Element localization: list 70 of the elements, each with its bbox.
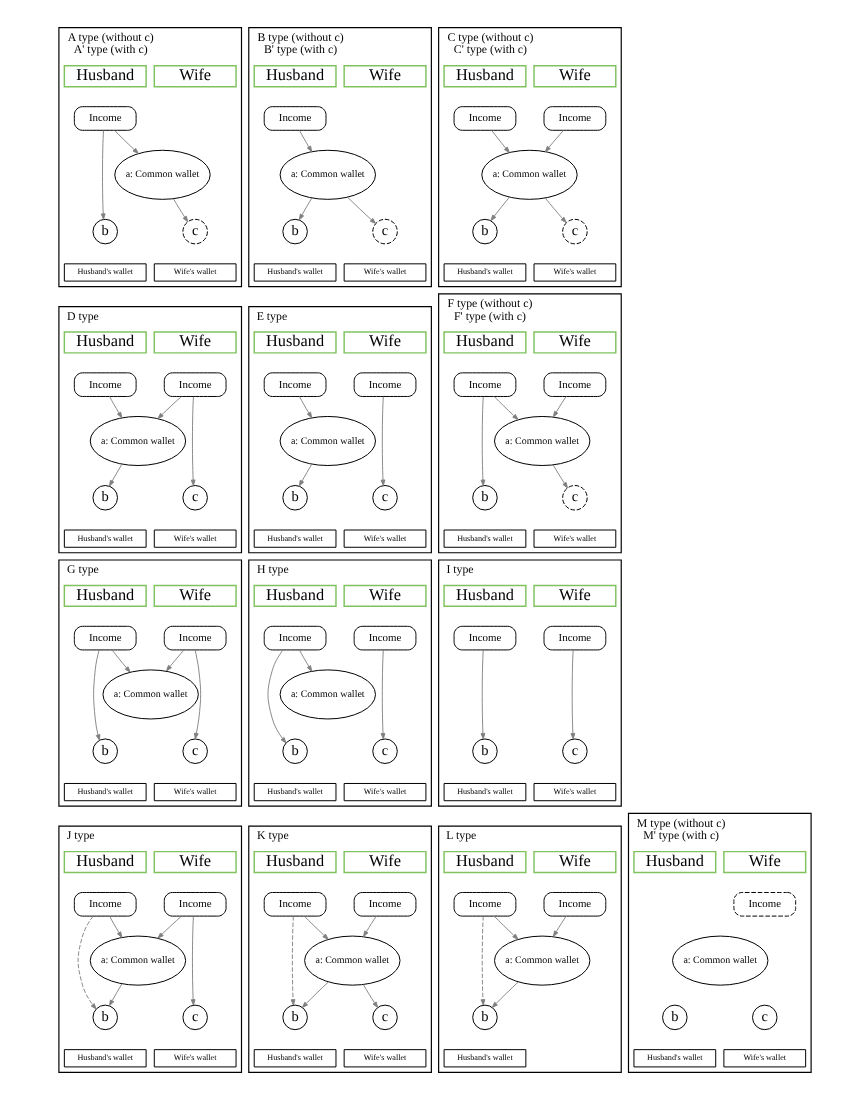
node-box: Husband — [62, 584, 146, 608]
node-box: Wife — [342, 65, 426, 88]
node-box: Wife — [532, 850, 616, 874]
node-box: Wife — [532, 584, 616, 608]
arrow — [492, 915, 518, 940]
node-box: Husband — [62, 331, 146, 354]
arrow — [165, 649, 184, 672]
node-box: Wife — [152, 331, 236, 354]
arrow — [551, 396, 566, 418]
node-box: Husband — [632, 850, 716, 874]
arrow — [551, 464, 567, 489]
node-box: Husband — [252, 850, 336, 874]
arrow — [108, 463, 122, 487]
arrow — [379, 396, 385, 486]
arrow — [108, 983, 122, 1007]
arrow — [569, 649, 575, 740]
arrow — [297, 197, 312, 221]
node-box: Wife — [532, 331, 616, 354]
node-box: Wife — [722, 850, 806, 874]
arrow — [108, 396, 122, 419]
arrow — [543, 129, 563, 153]
arrow — [108, 915, 122, 938]
node-box: Husband — [252, 584, 336, 608]
arrow — [92, 649, 100, 741]
arrow — [551, 915, 566, 937]
node-box: Wife — [342, 850, 426, 874]
node-box: Husband — [252, 65, 336, 88]
arrow — [99, 130, 105, 220]
arrow — [189, 915, 195, 1006]
arrow — [298, 396, 312, 419]
arrow — [543, 197, 566, 224]
arrow — [346, 197, 376, 224]
node-box: Wife — [152, 850, 236, 874]
node-box: Wife — [342, 584, 426, 608]
arrow — [298, 129, 312, 153]
arrow — [298, 649, 312, 672]
arrow — [156, 915, 181, 939]
arrow — [300, 981, 328, 1008]
node-box: Husband — [62, 850, 146, 874]
arrow — [492, 396, 518, 421]
arrow — [379, 649, 385, 740]
arrow — [266, 649, 286, 744]
arrow — [110, 649, 130, 673]
node-box: Husband — [442, 584, 526, 608]
arrow — [297, 463, 312, 487]
arrow — [189, 396, 195, 486]
arrow — [172, 198, 188, 223]
node-box: Wife — [152, 584, 236, 608]
node-box: Wife — [152, 65, 236, 88]
node-box: Wife — [342, 331, 426, 354]
node-box: Wife — [532, 65, 616, 88]
arrow — [76, 915, 96, 1010]
arrow — [289, 915, 295, 1006]
arrow — [479, 915, 485, 1006]
arrow — [489, 196, 509, 222]
arrow — [362, 915, 376, 937]
arrow — [490, 981, 518, 1008]
arrow — [156, 396, 181, 419]
arrow — [113, 129, 138, 154]
arrow — [490, 129, 509, 153]
arrow — [303, 915, 328, 940]
arrow — [361, 984, 378, 1008]
node-box: Husband — [252, 331, 336, 354]
node-box: Husband — [442, 331, 526, 354]
node-box: Husband — [442, 65, 526, 88]
node-box: Husband — [62, 65, 146, 88]
arrow — [479, 649, 485, 740]
arrow — [193, 649, 201, 740]
arrow — [479, 396, 485, 486]
node-box: Husband — [442, 850, 526, 874]
